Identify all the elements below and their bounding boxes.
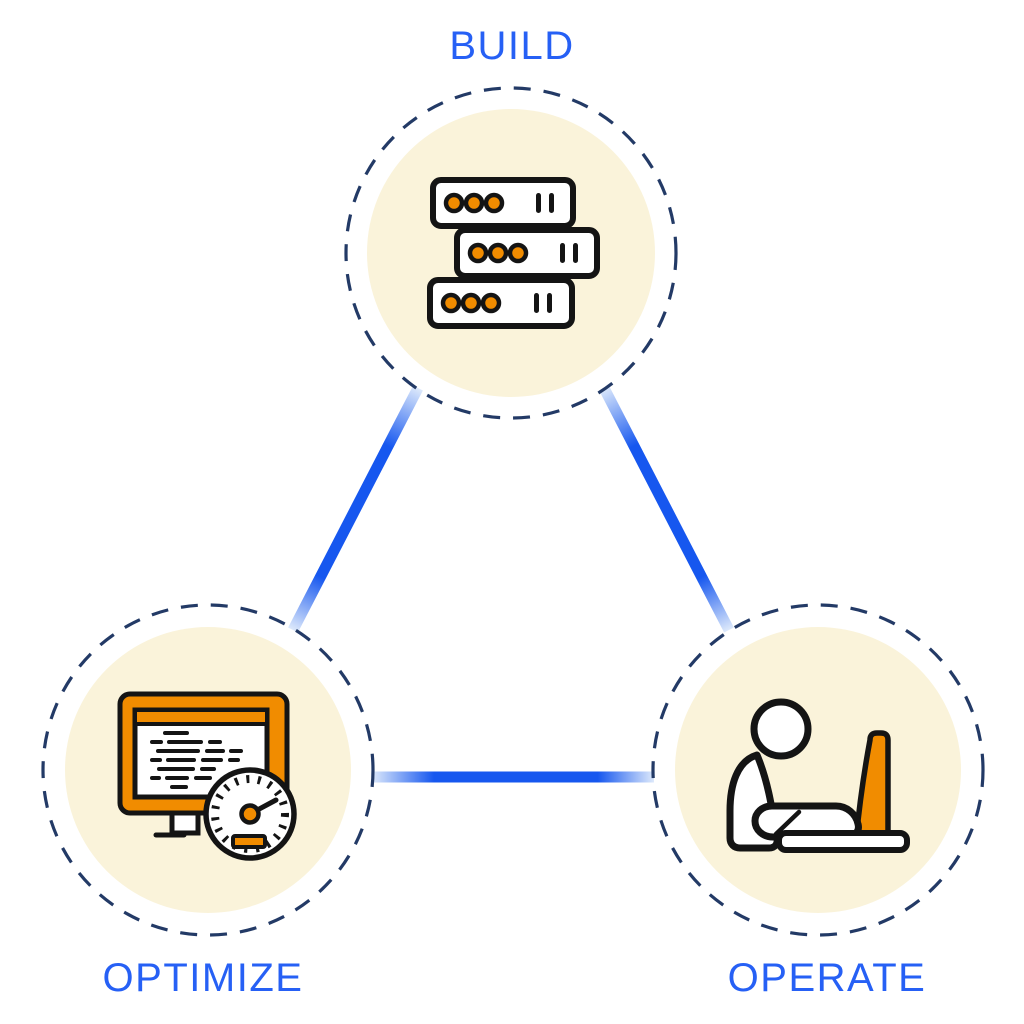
server-stack-icon [427, 177, 600, 329]
node-operate-circle [651, 603, 985, 937]
monitor-speedometer-icon [117, 691, 297, 861]
speedometer-gauge [203, 767, 297, 861]
node-optimize-ring [41, 603, 375, 937]
node-operate-fill [675, 627, 961, 913]
node-label-optimize: OPTIMIZE [102, 956, 304, 1000]
node-build-ring [344, 86, 678, 420]
person-at-laptop-icon [726, 698, 910, 853]
connector-build-operate [599, 385, 734, 633]
node-label-build: BUILD [449, 24, 575, 68]
node-label-operate: OPERATE [727, 956, 927, 1000]
node-optimize-circle [41, 603, 375, 937]
code-lines [150, 731, 243, 789]
node-operate-ring [651, 603, 985, 937]
connector-build-optimize [288, 385, 423, 633]
node-build-circle [344, 86, 678, 420]
